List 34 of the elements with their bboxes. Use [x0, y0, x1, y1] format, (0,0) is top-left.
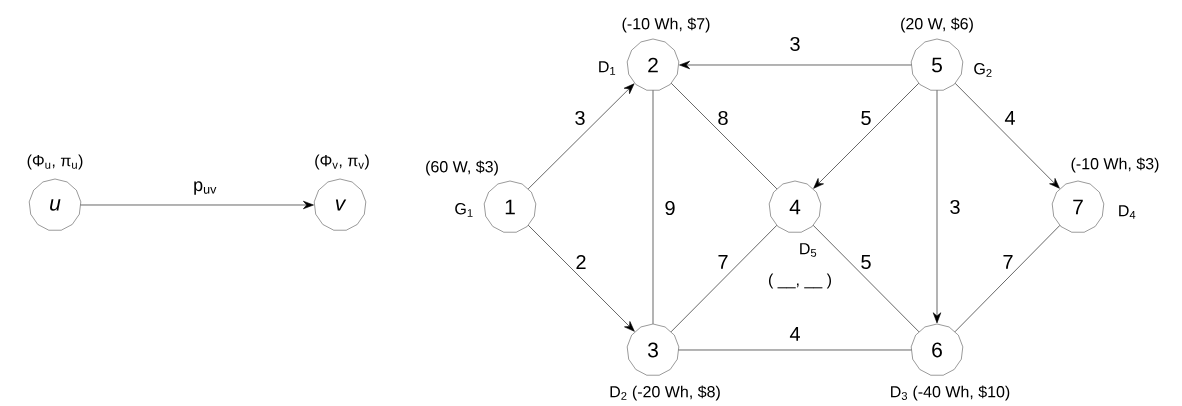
edge-label: p$_{uv}$ [194, 181, 217, 195]
edge-label: 2 [576, 255, 586, 269]
node-annotation: G$_{1}$ [455, 203, 473, 217]
edge-label: 9 [665, 200, 675, 216]
node-annotation: (Φ$_{v}$, π$_{v}$) [315, 154, 369, 170]
node-annotation: (20 W, $6) [901, 17, 973, 33]
edge-label: 3 [790, 36, 800, 52]
node-annotation: (Φ$_{u}$, π$_{u}$) [27, 154, 83, 170]
arrow [679, 60, 912, 70]
node-annotation: ( __, __ ) [769, 273, 831, 289]
arrow [528, 225, 635, 332]
arrow [932, 90, 942, 324]
arrow [527, 83, 635, 190]
edge-label: 8 [718, 110, 728, 126]
edge-label: 4 [789, 327, 800, 341]
node-annotation: (-10 Wh, $3) [1071, 157, 1159, 173]
node-annotation: (-10 Wh, $7) [622, 17, 710, 33]
edge-label: 3 [950, 199, 960, 215]
arrow [954, 83, 1060, 189]
edge-label: 7 [718, 255, 728, 269]
edge-label: 4 [1004, 111, 1015, 125]
node-annotation: D$_{3}$ (-40 Wh, $10) [891, 385, 1010, 401]
node-annotation: D$_{2}$ (-20 Wh, $8) [610, 385, 720, 401]
edge-label: 5 [861, 111, 871, 125]
edge-label: 5 [861, 255, 871, 269]
arrow [80, 200, 314, 210]
edge-label: 7 [1003, 255, 1013, 269]
node-annotation: G$_{2}$ [974, 63, 992, 77]
node-annotation: D$_{4}$ [1119, 205, 1136, 219]
node-annotation: D$_{1}$ [599, 61, 616, 75]
arrow [813, 83, 919, 189]
edge-label: 3 [575, 110, 585, 126]
node-annotation: D$_{5}$ [800, 243, 817, 257]
node-annotation: (60 W, $3) [426, 160, 498, 176]
